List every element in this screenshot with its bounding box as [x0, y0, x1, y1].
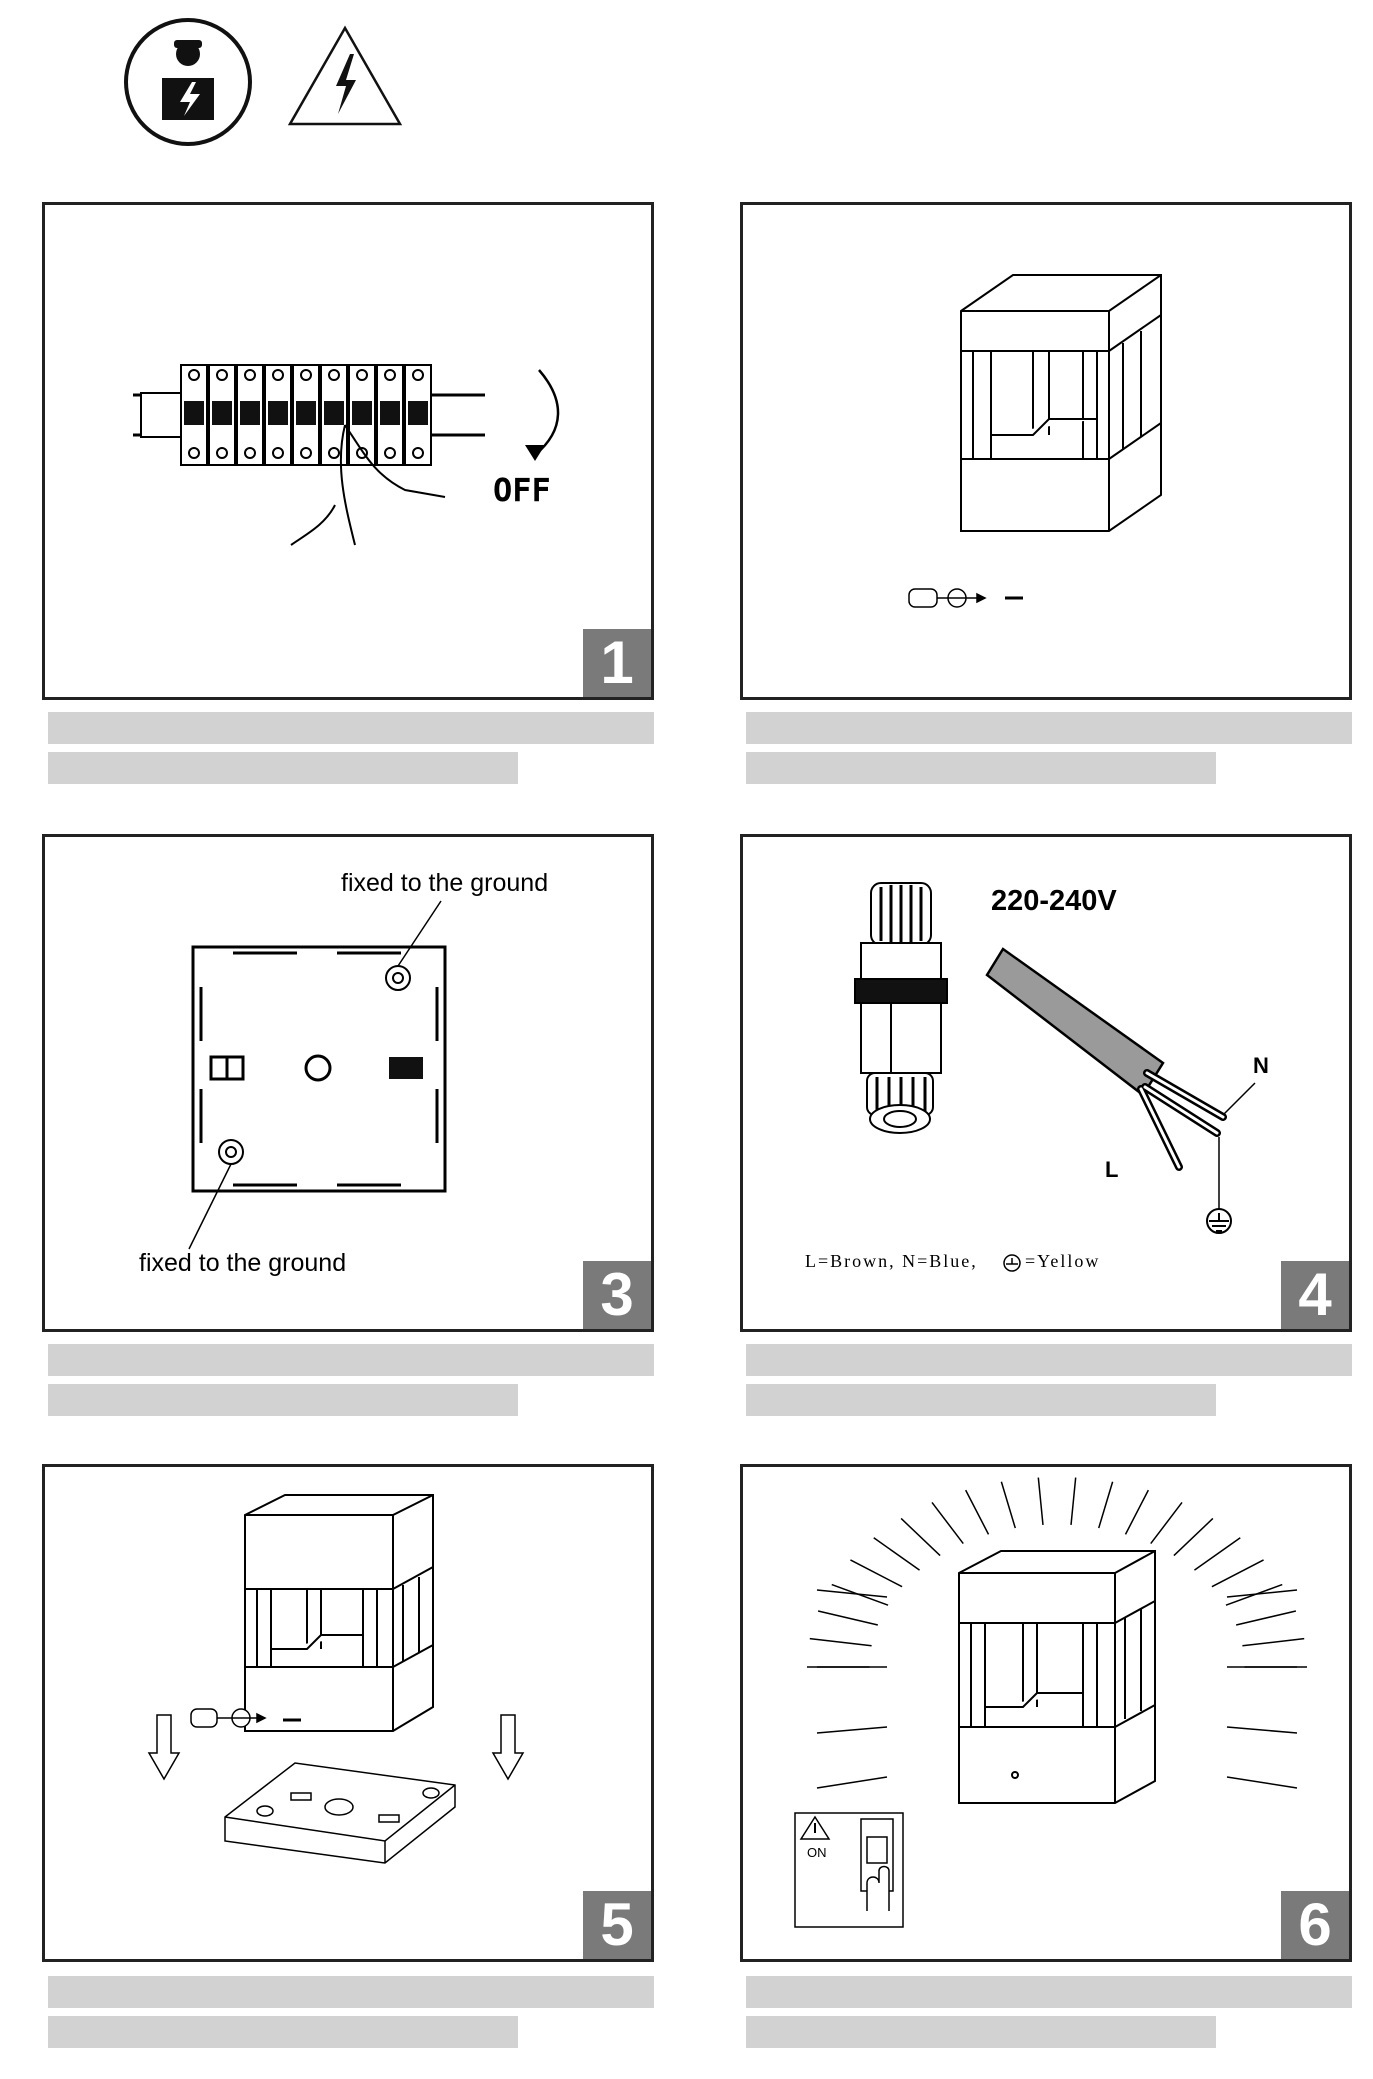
- off-label: OFF: [493, 471, 551, 509]
- mounting-plate-illustration: [188, 900, 447, 1250]
- step-number-badge: 4: [1281, 1261, 1349, 1329]
- step-number-badge: 3: [583, 1261, 651, 1329]
- wire-color-legend: L=Brown, N=Blue,: [805, 1251, 978, 1271]
- placeholder-text-line: [746, 1384, 1216, 1416]
- live-wire-label: L: [1105, 1157, 1119, 1182]
- bollard-lamp-illustration: [908, 274, 1162, 608]
- high-voltage-warning-icon: [287, 25, 403, 126]
- electrician-icon: [124, 18, 252, 146]
- fixed-to-ground-label-bottom: fixed to the ground: [139, 1249, 347, 1277]
- step-5-panel: 5: [42, 1464, 654, 1962]
- circuit-breaker-illustration: [133, 364, 560, 546]
- placeholder-text-line: [48, 712, 654, 744]
- step-1-panel: OFF 1: [42, 202, 654, 700]
- step-4-panel: 220-240V N L L=Brown, N=Blue, =Yellow 4: [740, 834, 1352, 1332]
- step-number-badge: 5: [583, 1891, 651, 1959]
- wiring-illustration: [854, 882, 1256, 1272]
- waterproof-connector: [854, 882, 948, 1134]
- placeholder-text-line: [48, 1344, 654, 1376]
- on-label: ON: [807, 1845, 827, 1860]
- placeholder-text-line: [48, 752, 518, 784]
- step-number-badge: 1: [583, 629, 651, 697]
- placeholder-text-line: [48, 2016, 518, 2048]
- lamp-mount-illustration: [147, 1494, 525, 1864]
- placeholder-text-line: [746, 752, 1216, 784]
- ground-color-legend: =Yellow: [1025, 1251, 1101, 1271]
- placeholder-text-line: [746, 2016, 1216, 2048]
- voltage-label: 220-240V: [991, 885, 1117, 917]
- fixed-to-ground-label-top: fixed to the ground: [341, 869, 549, 897]
- placeholder-text-line: [746, 1344, 1352, 1376]
- step-6-panel: ON 6: [740, 1464, 1352, 1962]
- neutral-wire-label: N: [1253, 1053, 1269, 1078]
- placeholder-text-line: [746, 712, 1352, 744]
- step-3-panel: fixed to the ground fixed to the ground …: [42, 834, 654, 1332]
- placeholder-text-line: [48, 1384, 518, 1416]
- placeholder-text-line: [746, 1976, 1352, 2008]
- step-2-panel: 2: [740, 202, 1352, 700]
- placeholder-text-line: [48, 1976, 654, 2008]
- lamp-on-illustration: [794, 1477, 1307, 1928]
- step-number-badge: 6: [1281, 1891, 1349, 1959]
